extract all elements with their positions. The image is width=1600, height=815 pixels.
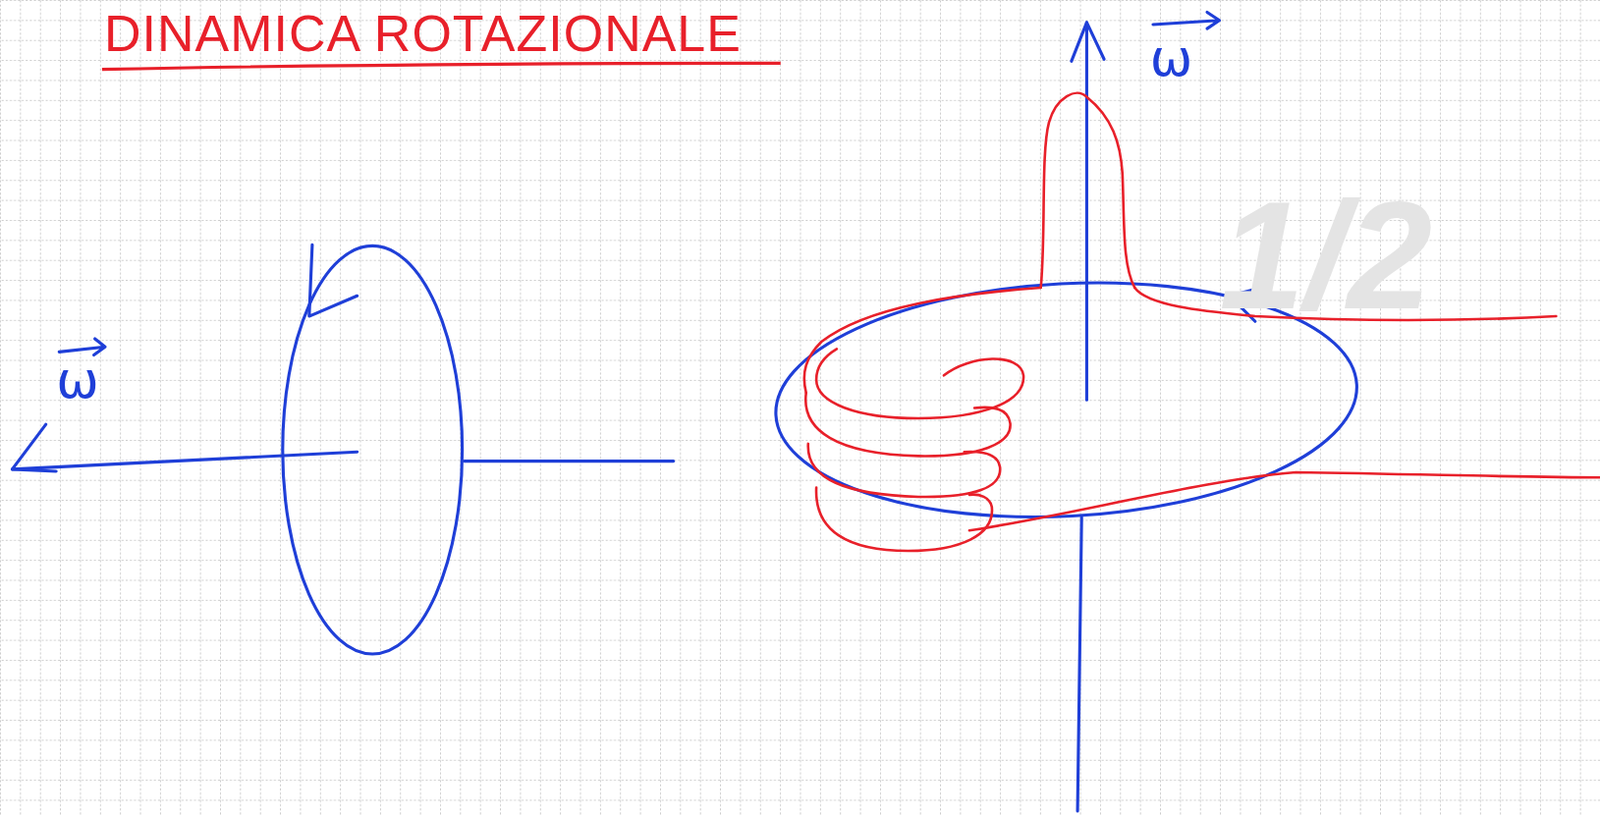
rotation-arrow [309,244,358,317]
rotation-axis [464,459,674,463]
rotation-axis [1077,517,1082,812]
vector-arrow [1153,11,1220,29]
vector-arrow [58,338,106,356]
rotation-axis [11,451,357,470]
rotation-axis [1085,22,1089,400]
omega-label: ω [1150,32,1194,84]
arrowhead [11,424,56,472]
right-hand [804,93,1600,552]
arrowhead [1071,22,1104,61]
page-watermark: 1/2 [1218,178,1433,332]
omega-label: ω [55,355,100,407]
page-title: DINAMICA ROTAZIONALE [104,7,742,59]
title-underline [102,62,781,69]
